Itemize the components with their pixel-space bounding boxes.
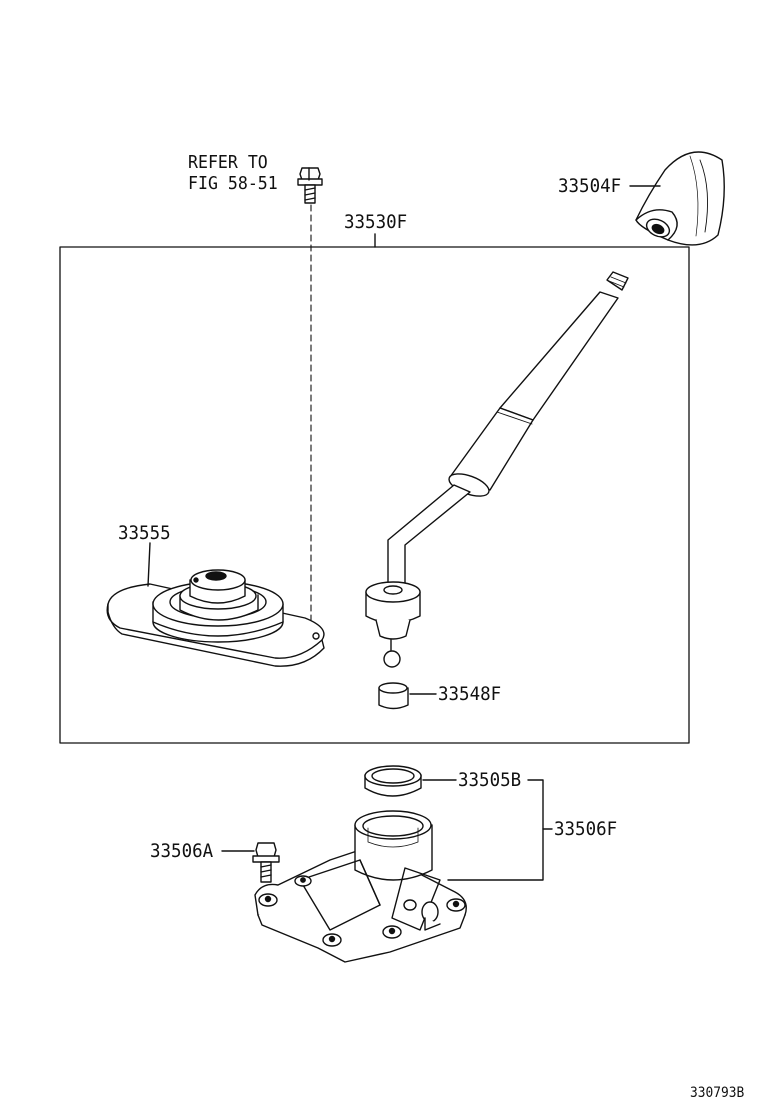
bolt-label: 33506A [150, 840, 214, 862]
refer-note-line1: REFER TO [188, 152, 268, 173]
refer-note-line2: FIG 58-51 [188, 173, 278, 194]
housing-label: 33506F [554, 818, 618, 840]
boot-retainer-icon [106, 569, 325, 667]
lever-assembly-label: 33530F [344, 211, 408, 233]
bushing-label: 33548F [438, 683, 502, 705]
bolt-icon [252, 842, 280, 883]
housing-bracket-leader [447, 779, 544, 881]
shift-knob-label: 33504F [558, 175, 622, 197]
bushing-icon [378, 682, 409, 710]
reference-bolt-icon [297, 167, 323, 204]
seat-icon [364, 765, 422, 797]
figure-id: 330793B [690, 1085, 745, 1101]
shift-lever-icon [365, 271, 629, 668]
shift-knob-icon [635, 151, 725, 246]
boot-retainer-leader [147, 542, 151, 587]
housing-icon [254, 810, 467, 963]
seat-label: 33505B [458, 769, 522, 791]
boot-retainer-label: 33555 [118, 522, 171, 544]
